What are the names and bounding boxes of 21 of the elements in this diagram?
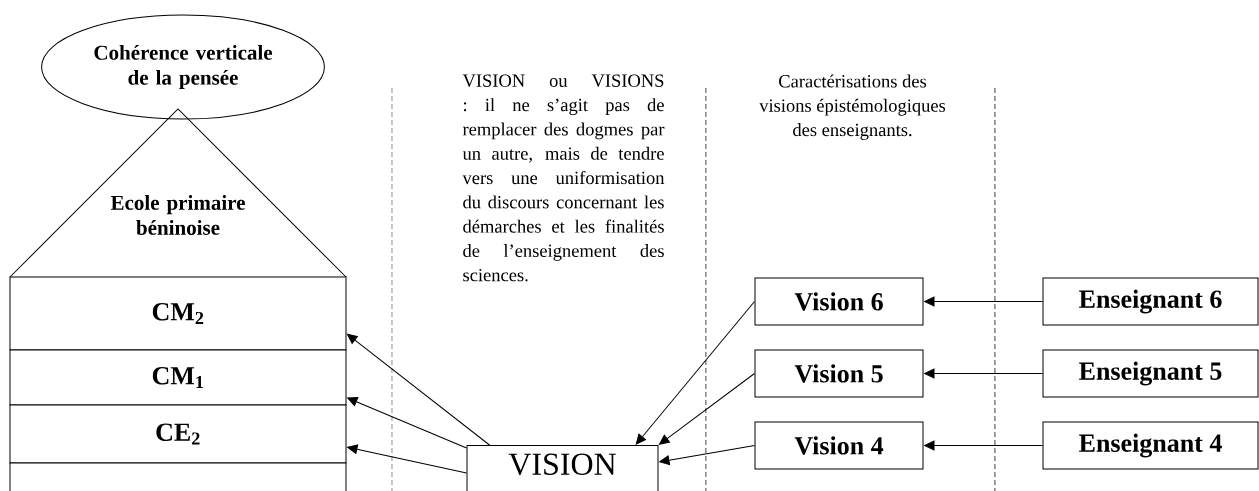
process-box: Enseignant 4 bbox=[1042, 421, 1259, 470]
level-box bbox=[9, 462, 347, 491]
note-text: VISION ou VISIONS : il ne s’agit pas de remplacer des dogmes par un autre, mais de tendre vers une uniformisation du discours concernant les démarches et les finalités de l’enseignement des sciences. bbox=[462, 74, 665, 282]
process-box: Vision 4 bbox=[754, 421, 924, 470]
arrow bbox=[346, 333, 490, 446]
level-box: CM$_{2}$ bbox=[9, 276, 347, 351]
process-box: Vision 6 bbox=[754, 277, 924, 326]
process-box: VISION bbox=[466, 445, 659, 491]
arrow bbox=[659, 445, 755, 465]
process-box: Vision 5 bbox=[754, 349, 924, 398]
process-box: Enseignant 5 bbox=[1042, 349, 1259, 398]
arrow bbox=[347, 397, 467, 449]
arrow bbox=[924, 368, 1043, 379]
level-box: CM$_{1}$ bbox=[9, 349, 347, 406]
note-text: Caractérisations des visions épistémologiques des enseignants. bbox=[759, 74, 946, 140]
process-box: Enseignant 6 bbox=[1042, 277, 1259, 326]
arrow bbox=[635, 301, 755, 445]
arrow bbox=[347, 444, 467, 474]
arrow bbox=[924, 440, 1043, 451]
arrow bbox=[924, 296, 1043, 307]
arrow bbox=[659, 373, 755, 445]
